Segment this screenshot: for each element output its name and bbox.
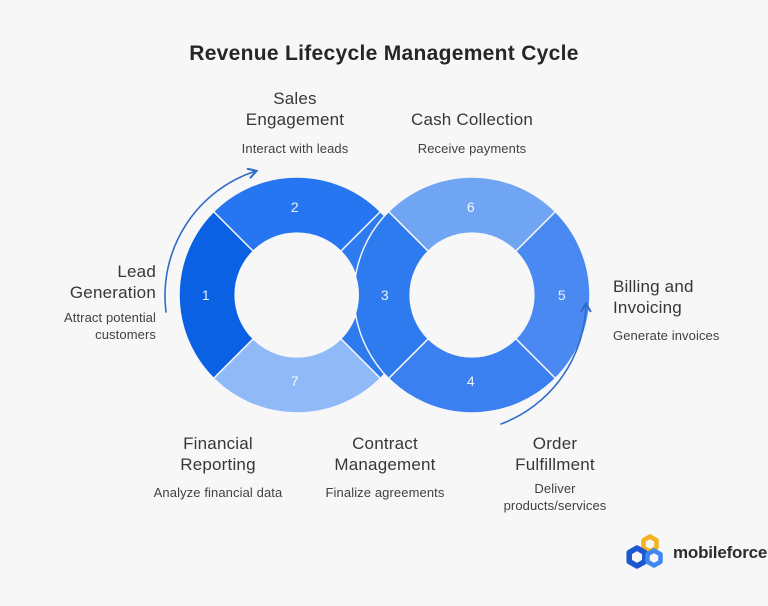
stage-label-cash-collection: Cash Collection <box>410 110 534 129</box>
segment-number-6: 6 <box>466 199 476 215</box>
stage-desc-lead-generation: Attract potential customers <box>63 310 156 343</box>
stage-label-lead-generation: Lead Generation <box>69 262 156 303</box>
right-ring-hole <box>410 233 534 357</box>
logo-hex-darkblue <box>626 545 648 569</box>
brand-logo: mobileforce <box>624 533 767 573</box>
segment-number-2: 2 <box>290 199 300 215</box>
stage-desc-order-fulfillment: Deliver products/services <box>503 481 607 514</box>
segment-number-4: 4 <box>466 373 476 389</box>
stage-label-order-fulfillment: Order Fulfillment <box>515 434 595 475</box>
left-ring-hole <box>235 233 359 357</box>
page-title: Revenue Lifecycle Management Cycle <box>189 42 579 65</box>
stage-desc-financial-reporting: Analyze financial data <box>153 485 283 500</box>
segment-number-5: 5 <box>557 287 567 303</box>
stage-desc-billing-invoicing: Generate invoices <box>613 328 720 343</box>
stage-desc-sales-engagement: Interact with leads <box>241 141 349 156</box>
stage-desc-contract-management: Finalize agreements <box>325 485 445 500</box>
segment-number-1: 1 <box>201 287 211 303</box>
logo-hex-blue <box>645 548 663 568</box>
brand-logo-text: mobileforce <box>673 543 768 562</box>
stage-label-contract-management: Contract Management <box>334 434 436 475</box>
stage-label-billing-invoicing: Billing and Invoicing <box>613 277 694 318</box>
segment-number-7: 7 <box>290 373 300 389</box>
stage-label-financial-reporting: Financial Reporting <box>180 434 256 475</box>
segment-number-3: 3 <box>380 287 390 303</box>
mobileforce-logo-icon <box>626 534 663 569</box>
flow-arrow-right <box>500 301 592 425</box>
flow-arrow-left <box>164 167 259 313</box>
stage-desc-cash-collection: Receive payments <box>417 141 527 156</box>
stage-label-sales-engagement: Sales Engagement <box>245 89 345 130</box>
